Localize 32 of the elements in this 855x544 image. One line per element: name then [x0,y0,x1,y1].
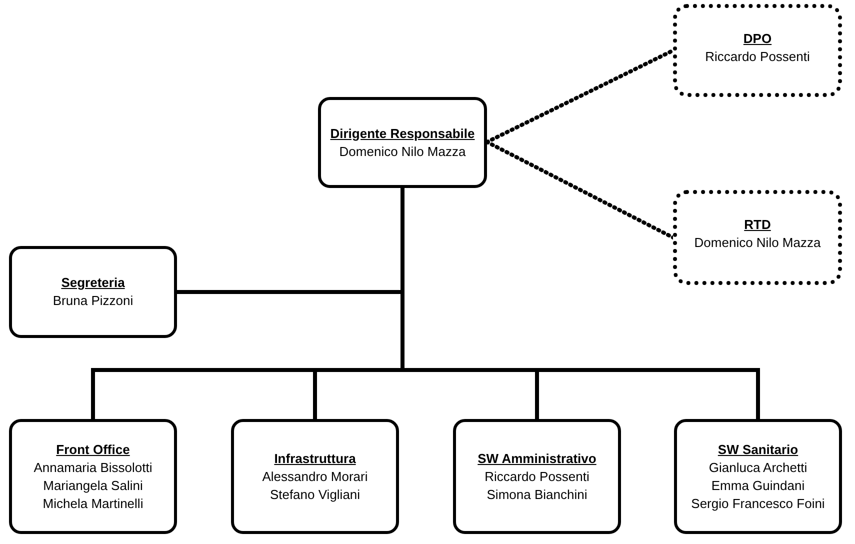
person-name: Domenico Nilo Mazza [339,142,466,160]
org-box [9,246,177,338]
org-box [231,419,399,534]
person-name: Simona Bianchini [486,486,588,504]
person-name: Riccardo Possenti [705,48,810,66]
person-name: Sergio Francesco Foini [691,494,825,512]
dotted-connector [485,48,675,144]
person-name: Stefano Vigliani [270,486,360,504]
person-name: Riccardo Possenti [484,468,590,486]
unit-title: RTD [744,216,771,234]
person-name: Domenico Nilo Mazza [694,234,821,252]
person-name: Gianluca Archetti [708,458,808,476]
unit-title: SW Amministrativo [478,450,596,468]
org-box [674,419,842,534]
org-box [318,97,487,188]
unit-title: SW Sanitario [718,440,798,458]
unit-title: Dirigente Responsabile [330,124,475,142]
person-name: Annamaria Bissolotti [34,458,152,476]
org-box [453,419,621,534]
unit-title: Front Office [56,440,130,458]
person-name: Alessandro Morari [262,468,368,486]
person-name: Emma Guindani [711,476,805,494]
unit-title: Segreteria [61,274,125,292]
person-name: Michela Martinelli [42,494,144,512]
org-box [9,419,177,534]
unit-title: DPO [743,30,772,48]
dotted-role-box [673,4,842,97]
dotted-role-box [673,190,842,285]
dotted-connector [485,140,675,240]
person-name: Mariangela Salini [43,476,143,494]
person-name: Bruna Pizzoni [52,292,134,310]
unit-title: Infrastruttura [274,450,356,468]
